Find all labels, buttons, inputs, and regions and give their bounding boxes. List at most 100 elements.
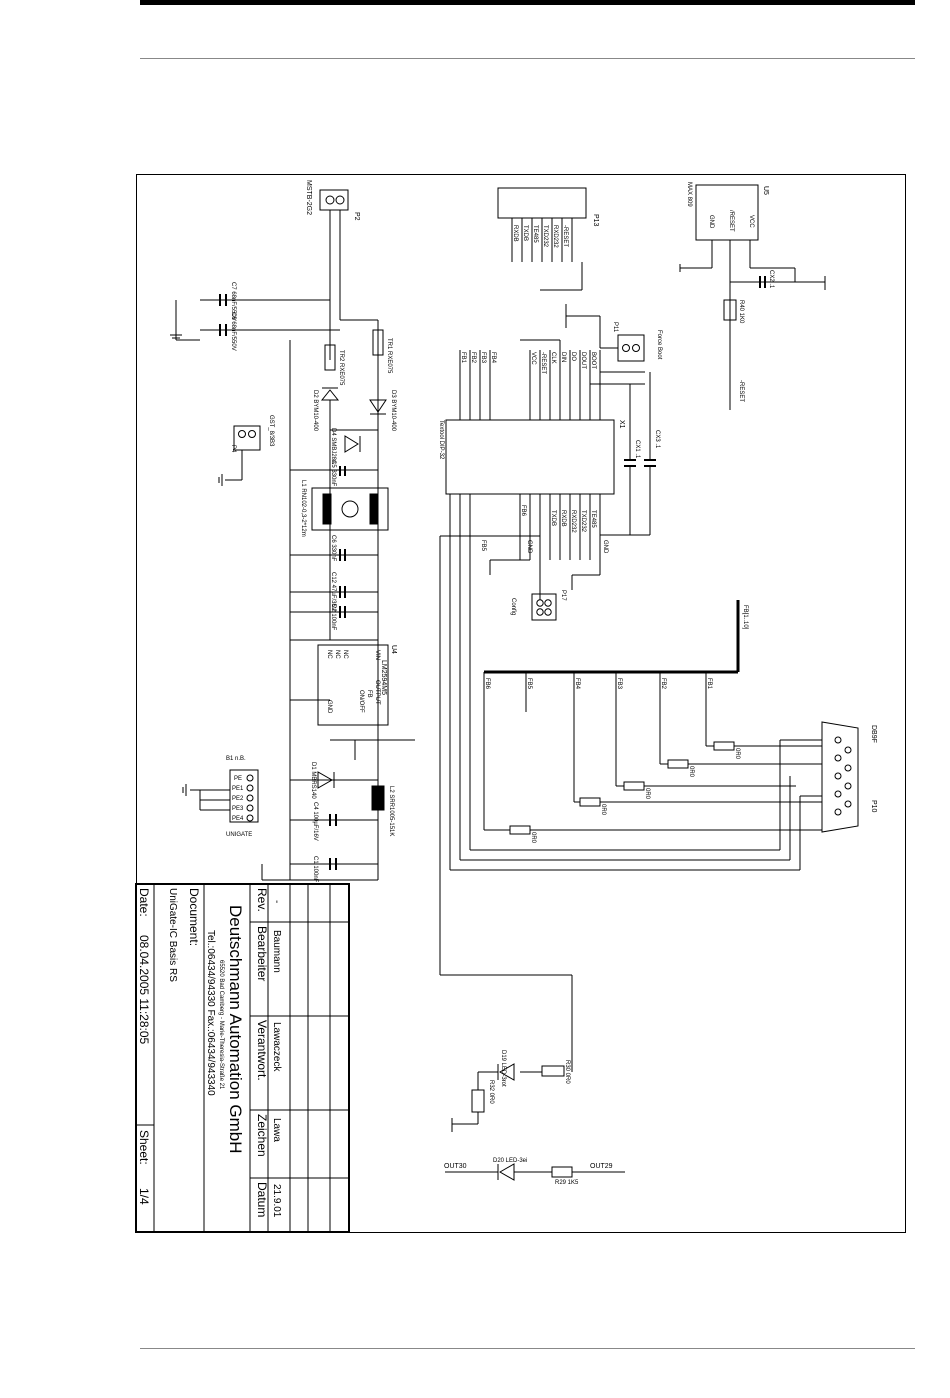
u4-pin-nc1: NC (326, 650, 332, 659)
fb1-net: FB1 (706, 678, 712, 690)
x1-ref: X1 (618, 420, 625, 429)
fb6-net: FB6 (484, 678, 490, 690)
p4-part: GST_8/3B3 (268, 415, 274, 447)
u4-pin-gnd: GND (326, 700, 332, 714)
header-thin-rule (140, 58, 915, 59)
power-wires (170, 210, 415, 881)
r32-resistor (471, 1089, 485, 1113)
tb-datum-value: 21.9.01 (271, 1184, 282, 1218)
fb3-net: FB3 (616, 678, 622, 690)
u4-pin-onoff: ON/OFF (358, 690, 364, 713)
x1-sig-gnd2: GND (526, 540, 532, 554)
u5-pin-gnd: GND (708, 215, 714, 229)
u5-part: MAX 809 (686, 182, 692, 207)
p13-header (497, 187, 587, 219)
cx3-label: CX3 .1 (654, 430, 660, 449)
c5-label: C5 330nF (330, 460, 336, 487)
b1-pin-pe3: PE3 (232, 806, 244, 812)
reset-net: -RESET (738, 380, 744, 402)
tb-date-value: 08.04.2005 11:28:05 (137, 935, 151, 1045)
u5-supervisor (695, 184, 759, 241)
tb-rev-header: Rev. (255, 888, 269, 912)
cx2-label: CX2 .1 (768, 270, 774, 289)
d20-led (498, 1163, 515, 1181)
c2-label: C2 100nF (330, 604, 336, 631)
u4-ref: U4 (390, 645, 397, 654)
cx1-label: CX1 .1 (634, 440, 640, 459)
r32-label: R32 0R0 (488, 1080, 494, 1104)
footer-rule (140, 1348, 915, 1349)
tb-zeichen-value: Lawa (271, 1118, 282, 1142)
tr1 (372, 329, 384, 356)
p17-ref: P17 (560, 590, 566, 601)
x1-part: Textool DIP-32 (438, 420, 444, 460)
x1-sig-din: DIN (560, 352, 566, 362)
d1-label: D1 MBRS140 (310, 762, 316, 799)
fb2-net: FB2 (660, 678, 666, 690)
p11-jumper (617, 334, 645, 362)
x1-sig-reset: -RESET (540, 352, 546, 374)
tb-sheet-label: Sheet: (137, 1130, 151, 1165)
c1-label: C1 100nF (312, 856, 318, 883)
l1-choke (311, 487, 389, 531)
r-fb6-label: 0R0 (530, 832, 536, 844)
r40-resistor (723, 299, 737, 321)
p10-db9 (821, 721, 859, 833)
tb-datum-header: Datum (255, 1182, 269, 1217)
x1-sig-fb1: FB1 (460, 352, 466, 364)
p11-ref: P11 (612, 322, 618, 333)
b1-pin-pe4: PE4 (232, 816, 244, 822)
p4-connector (233, 425, 261, 451)
p2-part: MSTB-2G2 (305, 180, 312, 215)
x1-sig-dout: DOUT (580, 352, 586, 369)
u4-pin-nc2: NC (334, 650, 340, 659)
c4-label: C4 100µF/16V (312, 802, 318, 841)
p4-ref: P4 (230, 445, 236, 453)
x1-sig-fb5: FB5 (480, 540, 486, 552)
x1-sig-boot: BOOT (590, 352, 596, 369)
u4-pin-fb: FB (366, 690, 372, 698)
p13-ref: P13 (592, 214, 599, 227)
u5-pin-reset: /RESET (728, 210, 734, 232)
x1-sig-rxdb: RXDB (560, 510, 566, 527)
r30-resistor (541, 1065, 565, 1077)
r29-resistor (551, 1166, 573, 1178)
u4-pin-vin: VIN (374, 650, 380, 660)
p13-sig-te485: TE485 (532, 225, 538, 243)
d4-diode (344, 435, 359, 453)
d2-diode (320, 389, 340, 401)
fb-bus-label: FB[1..10] (742, 605, 748, 630)
b1-part: UNIGATE (226, 832, 252, 838)
x1-sig-vcc: VCC (530, 352, 536, 365)
tb-verantwort-header: Verantwort. (255, 1020, 269, 1081)
p10-part: DB9F (870, 725, 877, 743)
tr2 (324, 344, 336, 371)
r30-label: R30 0R0 (564, 1060, 570, 1084)
p17-part: Config (510, 598, 516, 615)
b1-pin-pe1: PE1 (232, 786, 244, 792)
b1-pin-pe2: PE2 (232, 796, 244, 802)
u4-part: LM2594M5 (380, 660, 387, 695)
title-block (135, 883, 350, 1233)
l2-label: L2 SRR1005-151K (388, 786, 394, 836)
tr2-label: TR2 RXE075 (338, 350, 344, 386)
c6-label: C6 330nF (330, 535, 336, 562)
tb-rev-value: - (271, 900, 282, 903)
u4-pin-nc3: NC (342, 650, 348, 659)
tb-address: 65520 Bad Camberg - Marie-Theresia-Straß… (218, 960, 224, 1090)
x1-sig-fb4: FB4 (490, 352, 496, 364)
c8-label: C8 68nF/550V (230, 312, 236, 351)
tb-document-label: Document: (187, 888, 201, 946)
tr1-label: TR1 RXE075 (386, 338, 392, 374)
x1-sig-fb3: FB3 (480, 352, 486, 364)
fb4-net: FB4 (574, 678, 580, 690)
r29-label: R29 1K5 (555, 1180, 579, 1186)
schematic-sheet (136, 174, 906, 1233)
tb-bearbeiter-value: Baumann (271, 930, 282, 973)
p10-ref: P10 (870, 800, 877, 813)
d2-label: D2 BYM10-400 (312, 390, 318, 432)
d19-led (498, 1063, 515, 1081)
p2-ref: P2 (353, 212, 360, 221)
tb-date-label: Date: (137, 888, 151, 917)
